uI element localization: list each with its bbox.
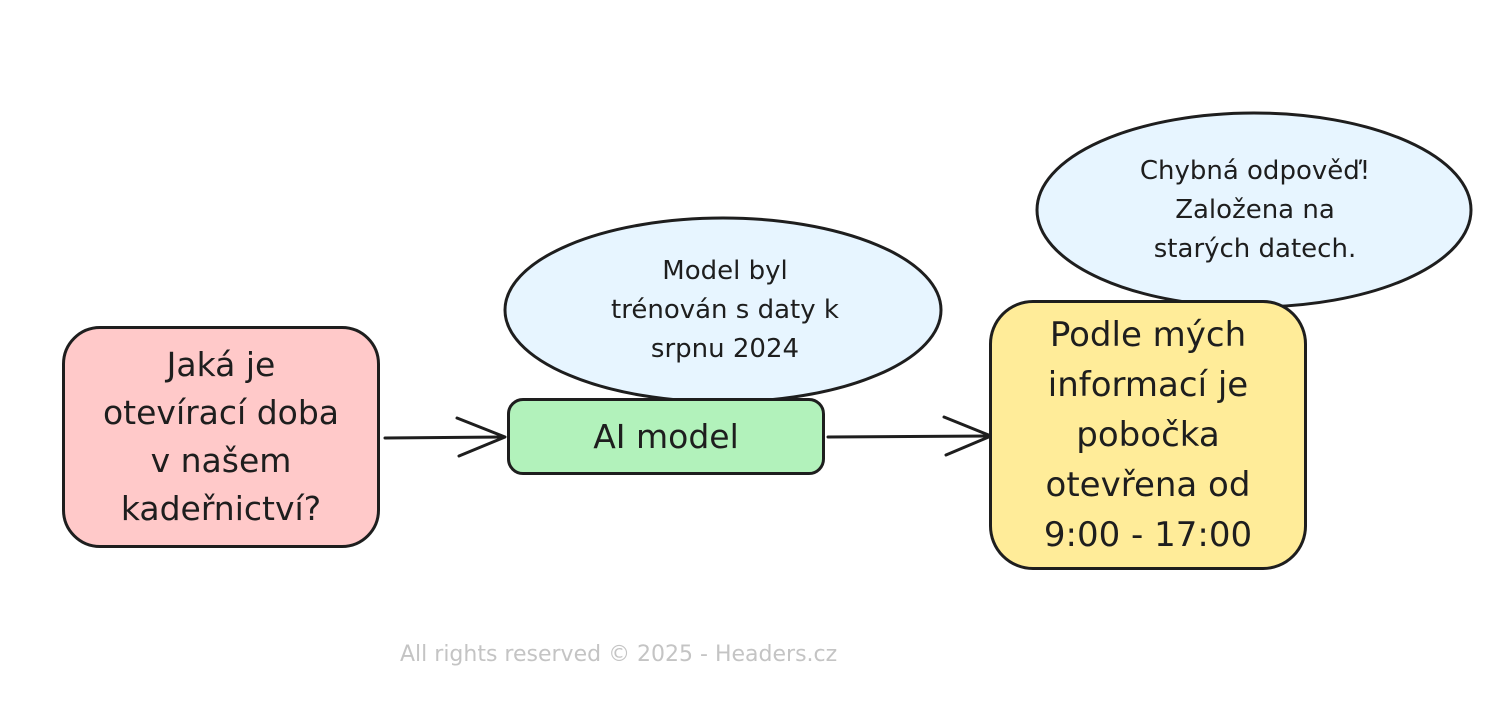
arrow-model-to-answer	[826, 415, 993, 457]
answer-box: Podle mých informací je pobočka otevřena…	[989, 300, 1307, 570]
arrow-question-to-model	[383, 416, 507, 458]
answer-note-text: Chybná odpověď! Založena na starých date…	[1139, 155, 1371, 264]
model-note: Model byl trénován s daty k srpnu 2024	[530, 230, 920, 390]
ai-model-box: AI model	[507, 398, 825, 475]
question-text: Jaká je otevírací doba v našem kadeřnict…	[102, 345, 340, 528]
question-box: Jaká je otevírací doba v našem kadeřnict…	[62, 326, 380, 548]
copyright-footer: All rights reserved © 2025 - Headers.cz	[400, 642, 838, 667]
answer-note: Chybná odpověď! Založena na starých date…	[1060, 130, 1450, 290]
answer-text: Podle mých informací je pobočka otevřena…	[1043, 315, 1253, 555]
model-note-text: Model byl trénován s daty k srpnu 2024	[611, 255, 839, 364]
ai-model-label: AI model	[593, 416, 739, 456]
